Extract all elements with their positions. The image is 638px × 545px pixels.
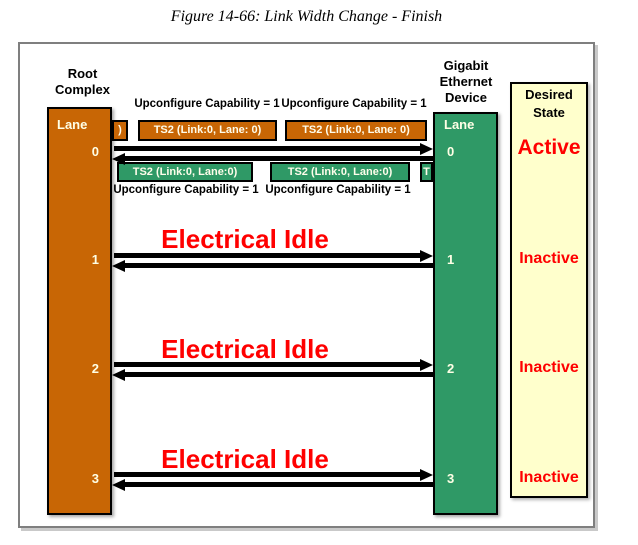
endpoint-lane-number-0: 0 xyxy=(447,144,455,159)
lane1-arrow-right-head-icon xyxy=(420,250,433,262)
lane2-arrow-left-line xyxy=(125,372,433,377)
root-complex-label: Root Complex xyxy=(55,66,110,97)
upconfigure-top-right: Upconfigure Capability = 1 xyxy=(281,98,427,110)
root-lane-number-3: 3 xyxy=(91,471,99,486)
upconfigure-bottom-right: Upconfigure Capability = 1 xyxy=(265,184,411,196)
upconfigure-top-left: Upconfigure Capability = 1 xyxy=(134,98,280,110)
lane2-arrow-right-head-icon xyxy=(420,359,433,371)
ts2-rx-partial-box: T xyxy=(420,162,433,182)
endpoint-label: Gigabit Ethernet Device xyxy=(439,58,493,105)
root-complex-column xyxy=(47,107,112,515)
lane1-arrow-left-line xyxy=(125,263,433,268)
lane1-arrow-left-head-icon xyxy=(112,260,125,272)
ts2-rx-box-2: TS2 (Link:0, Lane:0) xyxy=(270,162,410,182)
lane0-arrow-right-line xyxy=(114,146,420,151)
lane0-arrow-right-head-icon xyxy=(420,143,433,155)
lane3-arrow-right-head-icon xyxy=(420,469,433,481)
ts2-rx-box-1: TS2 (Link:0, Lane:0) xyxy=(117,162,253,182)
lane1-arrow-right-line xyxy=(114,253,420,258)
desired-state-box xyxy=(510,82,588,498)
ts2-tx-partial-box: ) xyxy=(112,120,128,141)
endpoint-lane-number-2: 2 xyxy=(447,361,455,376)
desired-state-lane1: Inactive xyxy=(519,250,579,267)
lane0-arrow-left-line xyxy=(125,156,433,161)
lane3-arrow-left-head-icon xyxy=(112,479,125,491)
endpoint-lane-number-1: 1 xyxy=(447,252,455,267)
electrical-idle-lane2: Electrical Idle xyxy=(161,334,329,364)
lane2-arrow-right-line xyxy=(114,362,420,367)
desired-state-lane3: Inactive xyxy=(519,469,579,486)
root-lane-number-0: 0 xyxy=(91,144,99,159)
figure-title: Figure 14-66: Link Width Change - Finish xyxy=(170,8,443,25)
endpoint-lane-header: Lane xyxy=(444,117,475,132)
root-lane-header: Lane xyxy=(57,117,88,132)
lane3-arrow-left-line xyxy=(125,482,433,487)
desired-state-header: Desired State xyxy=(525,87,573,120)
endpoint-column xyxy=(433,112,498,515)
desired-state-lane0: Active xyxy=(517,136,581,159)
root-lane-number-2: 2 xyxy=(91,361,99,376)
desired-state-lane2: Inactive xyxy=(519,359,579,376)
electrical-idle-lane3: Electrical Idle xyxy=(161,444,329,474)
ts2-tx-box-2: TS2 (Link:0, Lane: 0) xyxy=(285,120,427,141)
upconfigure-bottom-left: Upconfigure Capability = 1 xyxy=(113,184,259,196)
electrical-idle-lane1: Electrical Idle xyxy=(161,224,329,254)
ts2-tx-box-1: TS2 (Link:0, Lane: 0) xyxy=(138,120,277,141)
root-lane-number-1: 1 xyxy=(91,252,99,267)
lane3-arrow-right-line xyxy=(114,472,420,477)
endpoint-lane-number-3: 3 xyxy=(447,471,455,486)
lane0-arrow-left-head-icon xyxy=(112,153,125,165)
lane2-arrow-left-head-icon xyxy=(112,369,125,381)
